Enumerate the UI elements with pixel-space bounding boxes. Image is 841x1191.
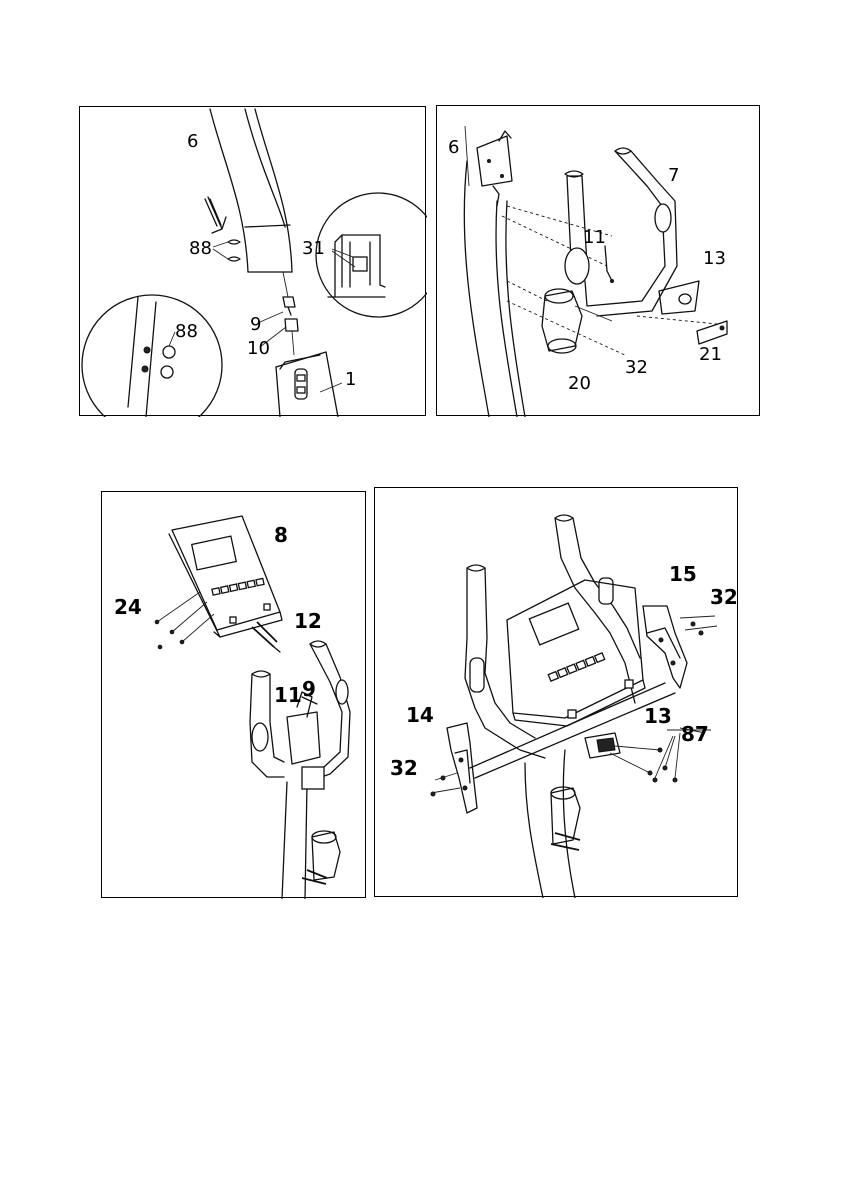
label-part-11: 11 [583, 229, 606, 247]
label-part-6: 6 [187, 133, 198, 151]
label-part-32: 32 [625, 359, 648, 377]
figure-4-panel: 15 32 14 32 13 87 [374, 487, 738, 897]
label-part-32-right: 32 [710, 587, 738, 607]
label-part-20: 20 [568, 375, 591, 393]
label-part-13: 13 [703, 250, 726, 268]
label-part-13: 13 [644, 706, 672, 726]
figure-3-drawing [102, 492, 367, 899]
figure-3-panel: 8 24 12 11 9 [101, 491, 366, 898]
label-part-8: 8 [274, 525, 288, 545]
label-part-6: 6 [448, 139, 459, 157]
label-part-32-left: 32 [390, 758, 418, 778]
label-part-10: 10 [247, 340, 270, 358]
label-part-7: 7 [668, 167, 679, 185]
figure-4-drawing [375, 488, 739, 898]
label-part-88-washers: 88 [189, 240, 212, 258]
label-part-9: 9 [302, 679, 316, 699]
figure-1-drawing [80, 107, 427, 417]
figure-1-panel: 6 31 88 88 9 10 1 [79, 106, 426, 416]
label-part-1: 1 [345, 371, 356, 389]
label-part-9: 9 [250, 316, 261, 334]
figure-2-panel: 6 7 11 13 32 21 20 [436, 105, 760, 416]
label-part-12: 12 [294, 611, 322, 631]
label-part-11: 11 [274, 685, 302, 705]
label-part-14: 14 [406, 705, 434, 725]
label-part-24: 24 [114, 597, 142, 617]
label-part-87: 87 [681, 724, 709, 744]
label-part-31: 31 [302, 240, 325, 258]
label-part-21: 21 [699, 346, 722, 364]
label-part-88-detail: 88 [175, 323, 198, 341]
label-part-15: 15 [669, 564, 697, 584]
